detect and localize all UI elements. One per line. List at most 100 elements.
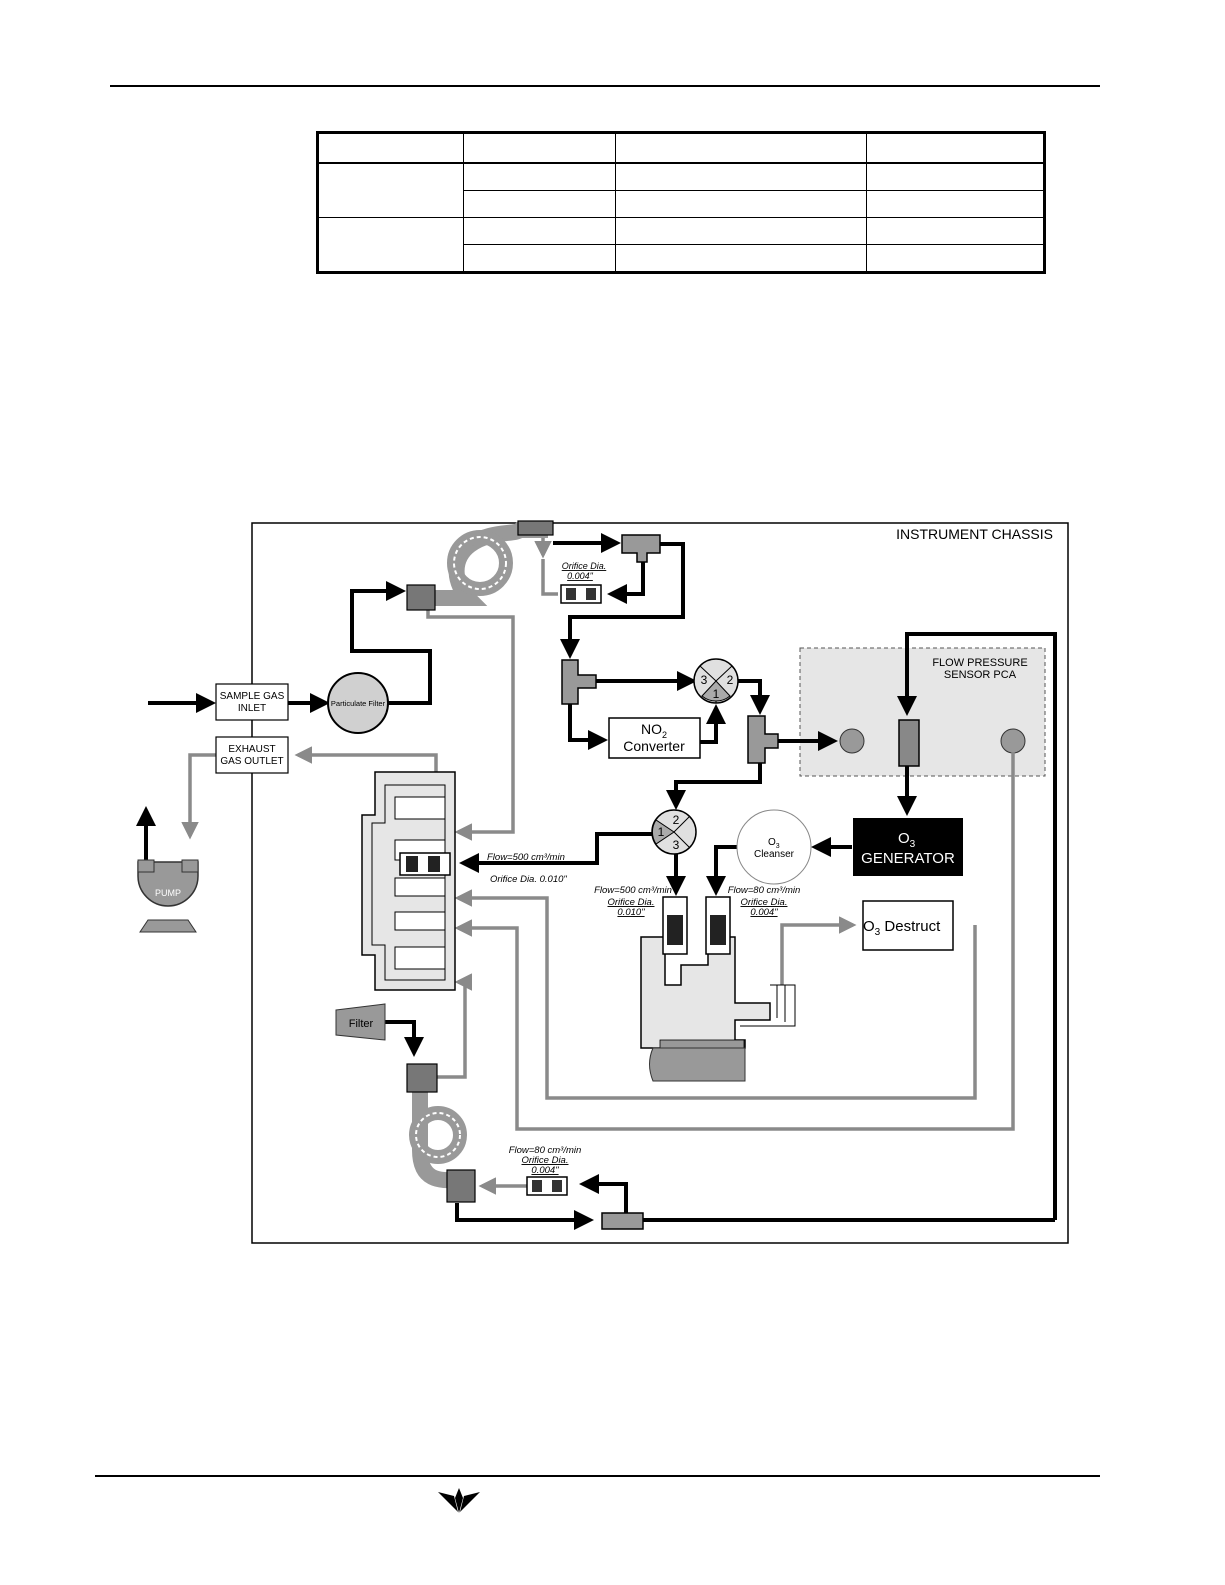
exhaust-label-line1: EXHAUST	[228, 744, 275, 755]
table-cell	[866, 132, 1045, 164]
particulate-filter-label: Particulate Filter	[331, 699, 386, 708]
no2-converter	[608, 717, 701, 759]
orifice-label: 0.010"	[617, 907, 645, 918]
gray-flow-line	[454, 889, 977, 1100]
inlet-label-line2: INLET	[238, 703, 266, 714]
filter	[335, 1003, 386, 1041]
critical-flow-orifice	[526, 1176, 568, 1196]
orifice-label: Orifice Dia. 0.010"	[490, 874, 567, 885]
cleanser-label: Cleanser	[754, 849, 795, 860]
exhaust-flow-lines	[181, 531, 1015, 1195]
auto-zero-valve	[651, 809, 697, 855]
inlet-label-line1: SAMPLE GAS	[220, 691, 285, 702]
tee-fitting	[561, 534, 779, 1230]
flow-line	[560, 542, 685, 659]
valve-port-label: 1	[658, 825, 665, 839]
flow-line	[568, 700, 608, 750]
gray-flow-line	[436, 973, 472, 1079]
o3-cleanser-label: O3	[768, 837, 780, 850]
pump: PUMP	[136, 806, 199, 933]
table-cell	[866, 162, 1045, 191]
exhaust-gas-outlet	[215, 736, 289, 774]
instrument-chassis	[251, 522, 1069, 1244]
flow-line	[738, 679, 770, 715]
flow-line	[706, 845, 737, 896]
flow-sensor	[898, 719, 920, 767]
o3-generator	[853, 818, 963, 876]
gray-flow-line	[454, 752, 1015, 1131]
valve-port-label: 2	[673, 813, 680, 827]
table-cell	[463, 244, 616, 273]
orifice-label: 0.004"	[750, 907, 778, 918]
spec-table	[316, 131, 1046, 274]
flow-label: Flow=80 cm³/min	[509, 1145, 582, 1156]
valve-port-label: 2	[727, 673, 734, 687]
gray-flow-line	[426, 610, 515, 841]
sensor-label-line2: SENSOR PCA	[944, 669, 1017, 681]
orifice-label: Orifice Dia.	[562, 561, 607, 571]
valve-port-label: 3	[673, 838, 680, 852]
orifice-label: 0.004"	[567, 571, 594, 581]
header-rule	[110, 85, 1100, 87]
table-cell	[463, 162, 616, 191]
converter-label: Converter	[623, 738, 685, 754]
table-row	[317, 162, 1045, 218]
flow-line	[897, 632, 1057, 1220]
gray-flow-line	[541, 559, 558, 596]
pneumatic-manifold	[361, 771, 456, 991]
flow-line	[350, 581, 432, 705]
particulate-filter	[327, 672, 389, 734]
flow-label: Flow=500 cm³/min	[594, 885, 672, 896]
o3-generator-label: O3	[898, 830, 916, 850]
flow-line	[579, 1174, 628, 1213]
flow-label: Flow=500 cm³/min	[487, 852, 565, 863]
table-cell	[317, 217, 464, 273]
flow-line	[700, 704, 726, 744]
valve-port-label: 3	[701, 673, 708, 687]
sensor-label-line1: FLOW PRESSURE	[932, 657, 1027, 669]
no2-label: NO2	[641, 721, 667, 740]
o3-cleanser	[736, 809, 812, 885]
table-cell	[866, 244, 1045, 273]
table-cell	[615, 190, 867, 218]
footer-rule	[95, 1475, 1100, 1477]
o3-destruct-label: O3 Destruct	[863, 918, 941, 938]
exhaust-label-line2: GAS OUTLET	[220, 756, 283, 767]
table-row	[318, 244, 1045, 273]
gray-flow-line	[294, 746, 438, 772]
table-cell	[615, 217, 867, 245]
flow-line	[666, 760, 762, 810]
table-cell	[463, 132, 616, 164]
table-cell	[463, 190, 616, 218]
o3-flow-coil	[406, 1063, 476, 1203]
flow-line	[385, 1020, 424, 1057]
table-row	[317, 217, 1045, 273]
teledyne-logo-icon	[438, 1488, 480, 1513]
pressure-sensor	[1000, 728, 1026, 754]
table-cell	[317, 132, 464, 164]
sample-gas-inlet	[215, 683, 289, 721]
sample-flow-coil	[406, 520, 554, 611]
table-row	[318, 190, 1045, 218]
flow-line	[459, 832, 652, 873]
chassis-label: INSTRUMENT CHASSIS	[896, 526, 1053, 542]
pressure-sensor	[839, 728, 865, 754]
gray-flow-line	[780, 916, 857, 985]
valve-port-label: 1	[713, 687, 720, 701]
sample-flow-lines	[148, 533, 1057, 1230]
orifice-label: 0.004"	[531, 1165, 559, 1176]
reaction-cell	[640, 896, 796, 1082]
filter-label: Filter	[349, 1018, 374, 1030]
critical-flow-orifice	[560, 584, 602, 604]
table-cell	[615, 244, 867, 273]
flow-line	[607, 554, 645, 604]
orifice-label: Orifice Dia.	[608, 897, 655, 908]
o3-destruct	[862, 900, 954, 951]
flow-pressure-sensor-pca	[799, 647, 1046, 777]
gray-flow-line	[181, 753, 216, 840]
table-cell	[317, 162, 464, 218]
table-header-row	[317, 132, 1045, 164]
flow-label: Flow=80 cm³/min	[728, 885, 801, 896]
no2-switching-valve	[693, 658, 739, 704]
